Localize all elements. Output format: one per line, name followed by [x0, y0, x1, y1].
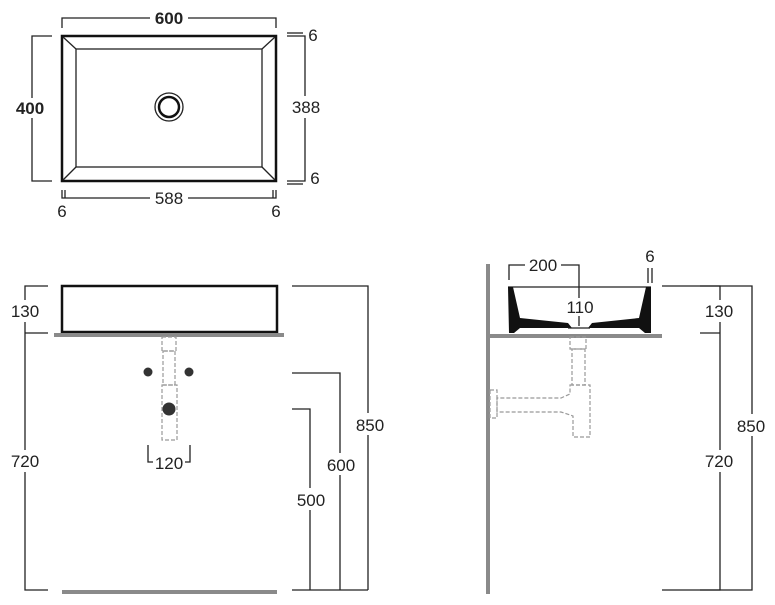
dim-rim-right: 6	[271, 202, 280, 221]
dim-rim-left: 6	[57, 202, 66, 221]
valve-right-icon	[184, 367, 194, 377]
dim-basin-depth: 110	[566, 298, 593, 317]
waste-outlet-icon	[162, 402, 176, 416]
drain-icon	[154, 92, 184, 122]
waste-pipe	[161, 384, 178, 441]
dim-waste-height: 500	[297, 491, 325, 510]
dim-side-total-height: 850	[737, 417, 765, 436]
valve-left-icon	[143, 367, 153, 377]
dim-side-basin-height: 130	[705, 302, 733, 321]
basin-wall-left	[508, 287, 572, 333]
dim-inner-depth: 388	[292, 98, 320, 117]
basin-inner	[75, 48, 263, 168]
basin-wall-right	[588, 287, 651, 333]
dim-half-width: 200	[529, 256, 557, 275]
dim-side-rim: 6	[645, 247, 654, 266]
dim-rim-top: 6	[308, 26, 317, 45]
dim-side-counter-height: 720	[705, 452, 733, 471]
dim-depth: 400	[16, 99, 44, 118]
top-view: 600 400 388 6 6 588 6 6	[12, 8, 324, 221]
dim-valve-spacing: 120	[155, 454, 183, 473]
dim-inner-width: 588	[155, 189, 183, 208]
dim-basin-height: 130	[11, 302, 39, 321]
side-view: 200 6 110 130 720 850	[486, 247, 772, 594]
front-view: 120 130 720 850 600 500	[5, 284, 388, 594]
dim-total-height: 850	[356, 416, 384, 435]
dim-valve-height: 600	[327, 456, 355, 475]
dim-width: 600	[155, 9, 183, 28]
dim-counter-height: 720	[11, 452, 39, 471]
basin-outline	[60, 34, 278, 183]
dim-rim-bottom: 6	[310, 169, 319, 188]
basin-front	[60, 284, 279, 334]
trap-pipe	[496, 384, 591, 438]
